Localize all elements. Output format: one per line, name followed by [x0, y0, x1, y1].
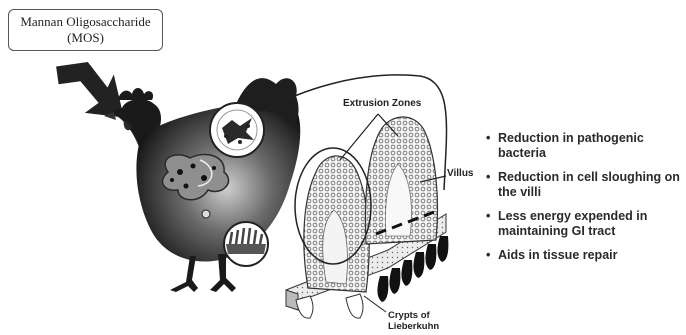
bullet-icon: •	[486, 170, 490, 185]
bullet-icon: •	[486, 209, 490, 224]
benefit-text: Less energy expended in maintaining GI t…	[498, 209, 647, 238]
benefit-text: Aids in tissue repair	[498, 248, 617, 262]
mos-label-line2: (MOS)	[67, 30, 104, 46]
benefit-item: • Reduction in cell sloughing on the vil…	[486, 170, 684, 200]
crypts-label: Crypts of Lieberkuhn	[388, 310, 439, 332]
benefit-item: • Less energy expended in maintaining GI…	[486, 209, 684, 239]
benefit-text: Reduction in cell sloughing on the villi	[498, 170, 680, 199]
magnified-microbe-inset	[210, 103, 264, 157]
benefits-list: • Reduction in pathogenic bacteria • Red…	[486, 131, 684, 272]
villus-illustration	[286, 114, 448, 318]
extrusion-zones-label: Extrusion Zones	[343, 98, 421, 109]
villus-label: Villus	[447, 168, 474, 179]
bullet-icon: •	[486, 248, 490, 263]
crypts-label-line1: Crypts of	[388, 310, 439, 321]
chicken-illustration	[104, 78, 300, 292]
benefit-item: • Reduction in pathogenic bacteria	[486, 131, 684, 161]
mos-label-line1: Mannan Oligosaccharide	[20, 14, 150, 30]
magnified-gut-wall-inset	[224, 222, 268, 266]
bullet-icon: •	[486, 131, 490, 146]
mos-label-box: Mannan Oligosaccharide (MOS)	[8, 9, 163, 51]
crypts-label-line2: Lieberkuhn	[388, 321, 439, 332]
benefit-item: • Aids in tissue repair	[486, 248, 684, 263]
benefit-text: Reduction in pathogenic bacteria	[498, 131, 644, 160]
